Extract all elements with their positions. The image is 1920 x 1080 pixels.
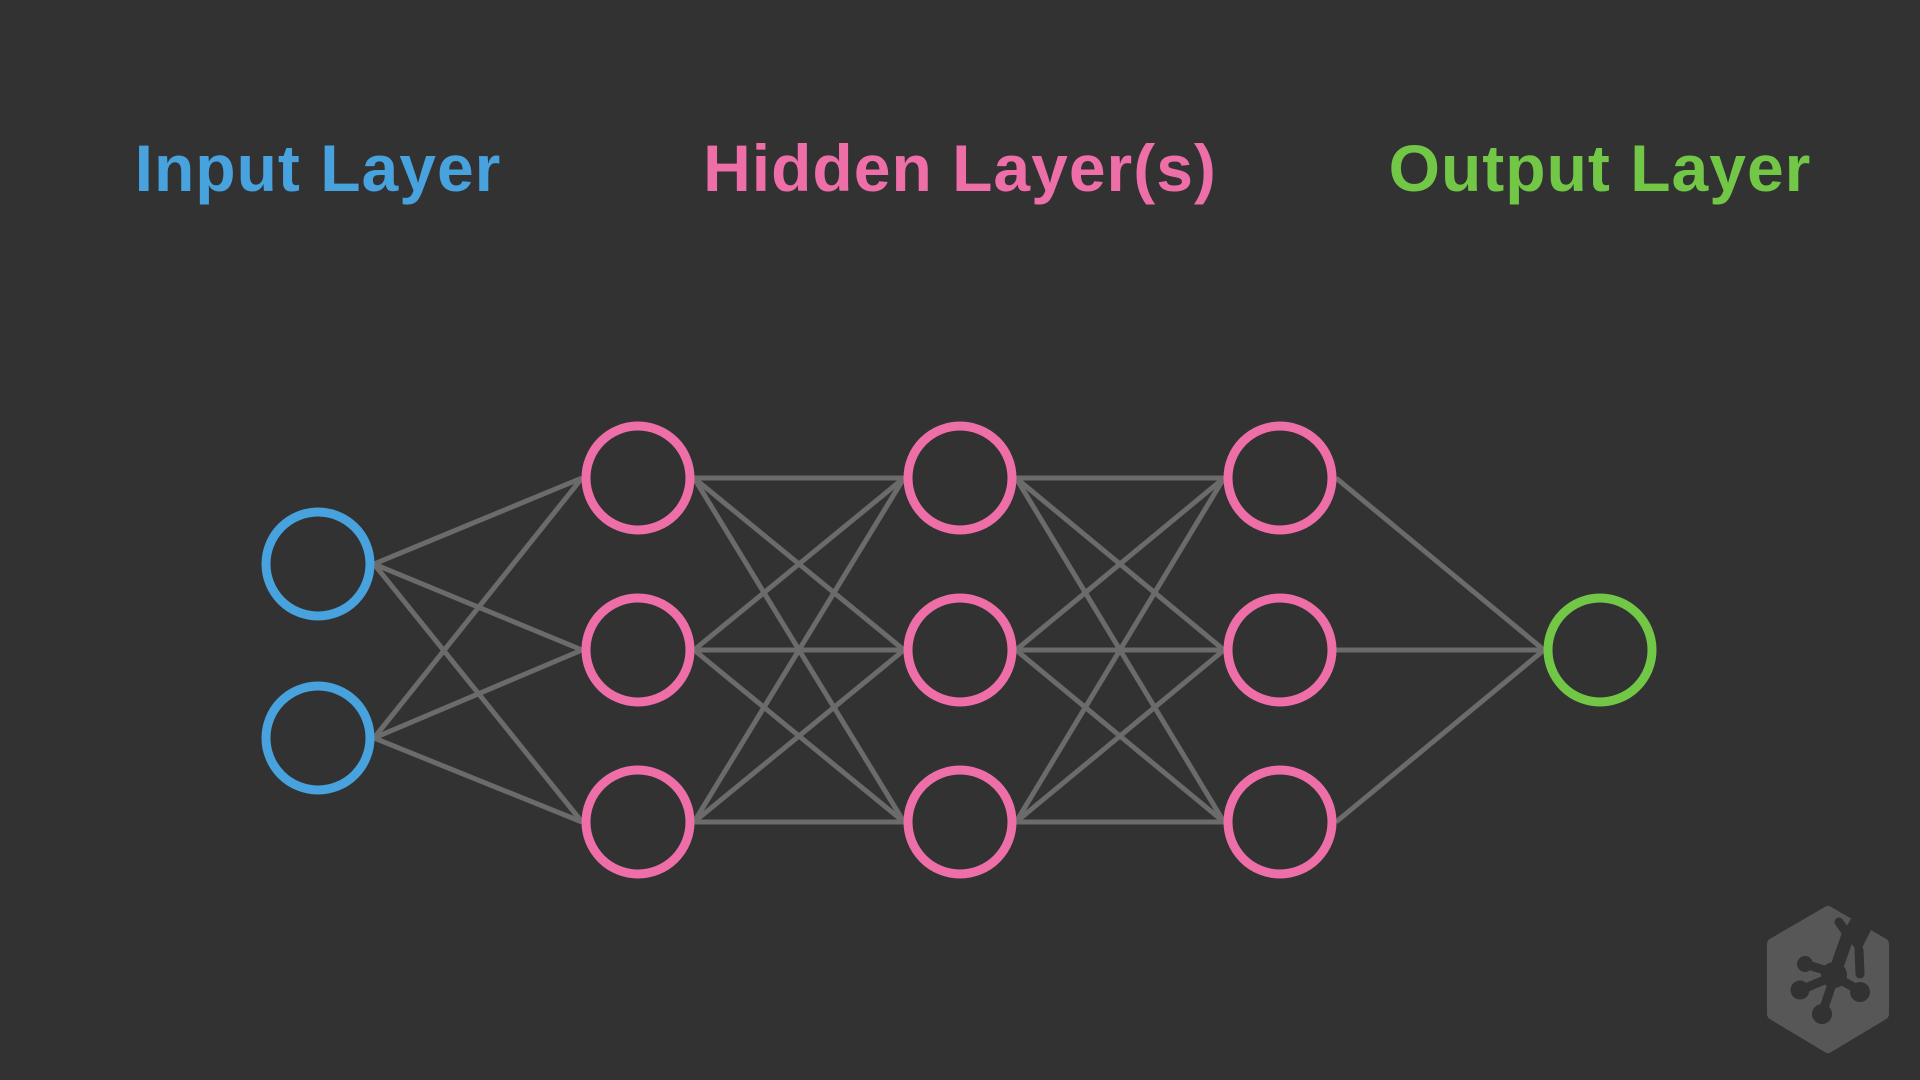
hidden-3-node <box>1223 421 1337 535</box>
connection-line <box>1013 476 1227 824</box>
connection-line <box>1334 476 1546 652</box>
connection-line <box>373 475 583 567</box>
hidden-1-node <box>581 765 695 879</box>
hidden-1-node <box>581 421 695 535</box>
connection-line <box>1334 648 1546 824</box>
connection-line <box>373 647 583 741</box>
output-node <box>1543 593 1657 707</box>
input-layer-label: Input Layer <box>134 131 502 205</box>
connection-line <box>1014 648 1226 824</box>
output-layer-label: Output Layer <box>1388 131 1812 205</box>
connection-line <box>372 476 584 740</box>
logo-frog-foot <box>1790 914 1873 1024</box>
hidden-2-node <box>903 765 1017 879</box>
connection-line <box>691 476 907 824</box>
hidden-3-node <box>1223 765 1337 879</box>
input-node <box>261 507 375 621</box>
treehouse-logo-icon <box>1767 906 1889 1053</box>
hidden-1-node <box>581 593 695 707</box>
hidden-2-node <box>903 421 1017 535</box>
hidden-3-node <box>1223 593 1337 707</box>
input-node <box>261 681 375 795</box>
connection-line <box>1014 476 1226 652</box>
hidden-layer-label: Hidden Layer(s) <box>703 131 1217 205</box>
connection-line <box>692 476 906 652</box>
connection-line <box>692 648 906 824</box>
connection-line <box>373 735 583 825</box>
hidden-2-node <box>903 593 1017 707</box>
